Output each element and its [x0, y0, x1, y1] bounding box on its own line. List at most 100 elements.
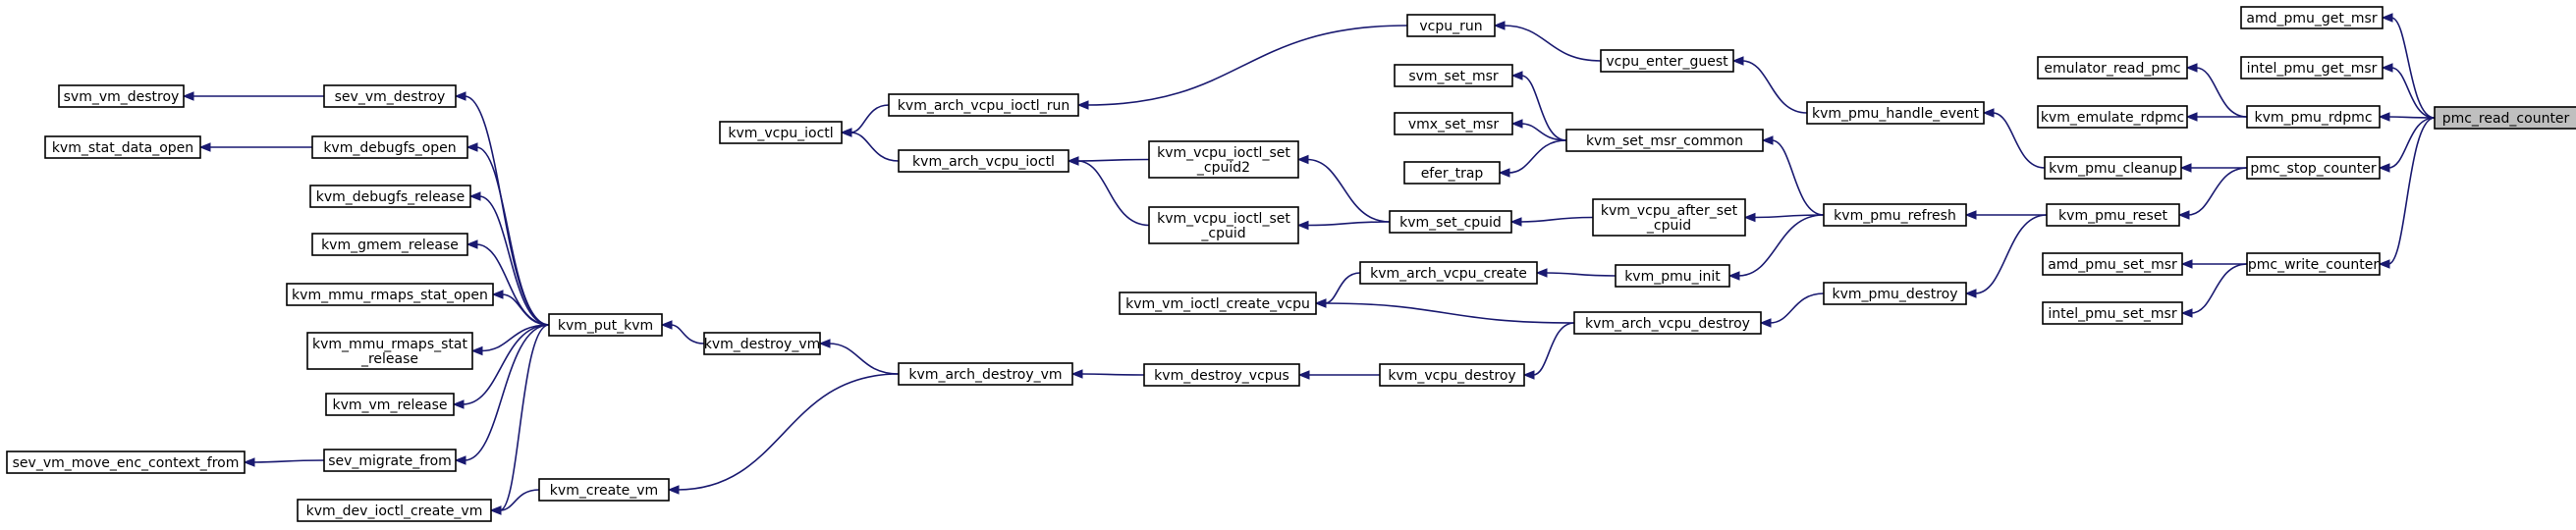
node-kvm-vm-ioctl-create-vcpu[interactable]: kvm_vm_ioctl_create_vcpu — [1119, 292, 1317, 315]
node-label: kvm_vcpu_ioctl_set — [1157, 145, 1290, 161]
node-box — [1615, 264, 1730, 288]
node-kvm-arch-vcpu-destroy[interactable]: kvm_arch_vcpu_destroy — [1573, 311, 1762, 335]
edge-kvm-set-cpuid-to-kvm-vcpu-ioctl-set-cpuid2 — [1296, 154, 1391, 223]
node-box — [2246, 252, 2381, 276]
node-box — [1379, 363, 1525, 387]
node-kvm-vm-release[interactable]: kvm_vm_release — [325, 393, 455, 416]
node-box — [1823, 203, 1967, 227]
node-kvm-create-vm[interactable]: kvm_create_vm — [538, 478, 670, 502]
node-kvm-vcpu-after-set-cpuid[interactable]: kvm_vcpu_after_set_cpuid — [1592, 198, 1746, 237]
node-kvm-stat-data-open[interactable]: kvm_stat_data_open — [44, 135, 201, 159]
node-kvm-arch-destroy-vm[interactable]: kvm_arch_destroy_vm — [898, 362, 1073, 386]
node-svm-set-msr[interactable]: svm_set_msr — [1394, 64, 1513, 87]
node-label: _cpuid2 — [1196, 160, 1250, 176]
edges-layer — [182, 13, 2436, 515]
node-kvm-gmem-release[interactable]: kvm_gmem_release — [311, 233, 468, 256]
node-box — [2042, 252, 2183, 276]
node-kvm-mmu-rmaps-stat-open[interactable]: kvm_mmu_rmaps_stat_open — [286, 283, 494, 306]
node-pmc-write-counter[interactable]: pmc_write_counter — [2246, 252, 2381, 276]
node-intel-pmu-set-msr[interactable]: intel_pmu_set_msr — [2042, 301, 2183, 325]
node-vcpu-enter-guest[interactable]: vcpu_enter_guest — [1600, 49, 1734, 73]
node-svm-vm-destroy[interactable]: svm_vm_destroy — [58, 84, 185, 108]
node-kvm-pmu-cleanup[interactable]: kvm_pmu_cleanup — [2044, 156, 2182, 180]
node-pmc-read-counter[interactable]: pmc_read_counter — [2434, 106, 2576, 130]
edge-kvm-put-kvm-to-kvm-debugfs-release — [468, 191, 550, 326]
node-box — [309, 185, 471, 208]
node-box — [323, 84, 457, 108]
edge-kvm-vcpu-after-set-cpuid-to-kvm-set-cpuid — [1509, 216, 1594, 227]
node-box — [58, 84, 185, 108]
edge-kvm-vcpu-destroy-to-kvm-destroy-vcpus — [1297, 370, 1380, 380]
node-kvm-pmu-handle-event[interactable]: kvm_pmu_handle_event — [1806, 101, 1985, 125]
node-kvm-arch-vcpu-create[interactable]: kvm_arch_vcpu_create — [1359, 261, 1538, 285]
node-box — [286, 283, 494, 306]
edge-kvm-destroy-vcpus-to-kvm-arch-destroy-vm — [1070, 369, 1145, 379]
node-sev-vm-destroy[interactable]: sev_vm_destroy — [323, 84, 457, 108]
node-label: kvm_emulate_rdpmc — [2041, 110, 2184, 126]
edge-kvm-pmu-reset-to-kvm-pmu-destroy — [1964, 214, 2048, 298]
node-kvm-vcpu-destroy[interactable]: kvm_vcpu_destroy — [1379, 363, 1525, 387]
node-amd-pmu-set-msr[interactable]: amd_pmu_set_msr — [2042, 252, 2183, 276]
edge-pmc-write-counter-to-amd-pmu-set-msr — [2180, 259, 2247, 269]
node-kvm-debugfs-open[interactable]: kvm_debugfs_open — [311, 135, 468, 159]
node-sev-migrate-from[interactable]: sev_migrate_from — [323, 449, 457, 472]
node-efer-trap[interactable]: efer_trap — [1403, 161, 1501, 185]
node-sev-vm-move-enc-context-from[interactable]: sev_vm_move_enc_context_from — [6, 450, 246, 474]
node-kvm-emulate-rdpmc[interactable]: kvm_emulate_rdpmc — [2037, 105, 2188, 129]
node-emulator-read-pmc[interactable]: emulator_read_pmc — [2037, 56, 2188, 80]
node-kvm-set-msr-common[interactable]: kvm_set_msr_common — [1565, 129, 1764, 152]
node-kvm-pmu-refresh[interactable]: kvm_pmu_refresh — [1823, 203, 1967, 227]
node-box — [898, 149, 1069, 173]
node-kvm-arch-vcpu-ioctl-run[interactable]: kvm_arch_vcpu_ioctl_run — [888, 93, 1079, 117]
node-label: kvm_set_msr_common — [1586, 133, 1743, 149]
node-label: svm_vm_destroy — [64, 89, 180, 105]
node-label: amd_pmu_set_msr — [2048, 257, 2177, 273]
node-label: kvm_gmem_release — [321, 238, 459, 253]
node-box — [311, 135, 468, 159]
node-kvm-mmu-rmaps-stat-release[interactable]: kvm_mmu_rmaps_stat_release — [306, 332, 473, 370]
node-box — [1143, 363, 1300, 387]
node-kvm-destroy-vcpus[interactable]: kvm_destroy_vcpus — [1143, 363, 1300, 387]
node-box — [2434, 106, 2576, 130]
node-kvm-destroy-vm[interactable]: kvm_destroy_vm — [703, 332, 821, 355]
node-kvm-arch-vcpu-ioctl[interactable]: kvm_arch_vcpu_ioctl — [898, 149, 1069, 173]
node-label: kvm_mmu_rmaps_stat_open — [292, 288, 488, 303]
node-label: emulator_read_pmc — [2044, 61, 2180, 77]
node-kvm-set-cpuid[interactable]: kvm_set_cpuid — [1389, 210, 1512, 234]
node-kvm-vcpu-ioctl-set-cpuid2[interactable]: kvm_vcpu_ioctl_set_cpuid2 — [1148, 140, 1299, 179]
edge-sev-migrate-from-to-sev-vm-move-enc-context-from — [243, 457, 325, 467]
node-intel-pmu-get-msr[interactable]: intel_pmu_get_msr — [2240, 56, 2384, 80]
edge-kvm-pmu-refresh-to-kvm-vcpu-after-set-cpuid — [1743, 212, 1825, 223]
node-kvm-put-kvm[interactable]: kvm_put_kvm — [548, 313, 663, 337]
node-pmc-stop-counter[interactable]: pmc_stop_counter — [2246, 156, 2381, 180]
node-label: kvm_debugfs_release — [316, 189, 465, 205]
node-kvm-debugfs-release[interactable]: kvm_debugfs_release — [309, 185, 471, 208]
node-kvm-pmu-rdpmc[interactable]: kvm_pmu_rdpmc — [2246, 105, 2381, 129]
node-box — [1359, 261, 1538, 285]
node-vmx-set-msr[interactable]: vmx_set_msr — [1394, 112, 1513, 135]
node-label: _cpuid — [1200, 226, 1245, 241]
node-box — [44, 135, 201, 159]
edge-kvm-arch-vcpu-destroy-to-kvm-vm-ioctl-create-vcpu — [1314, 298, 1575, 324]
node-kvm-vcpu-ioctl-set-cpuid[interactable]: kvm_vcpu_ioctl_set_cpuid — [1148, 206, 1299, 244]
edge-kvm-debugfs-open-to-kvm-stat-data-open — [198, 142, 313, 152]
node-label: _cpuid — [1646, 218, 1691, 234]
node-kvm-pmu-destroy[interactable]: kvm_pmu_destroy — [1823, 282, 1967, 305]
node-box — [703, 332, 821, 355]
node-amd-pmu-get-msr[interactable]: amd_pmu_get_msr — [2240, 6, 2384, 29]
node-kvm-dev-ioctl-create-vm[interactable]: kvm_dev_ioctl_create_vm — [297, 499, 492, 522]
node-vcpu-run[interactable]: vcpu_run — [1406, 14, 1496, 37]
node-label: kvm_arch_vcpu_ioctl — [912, 154, 1055, 170]
edge-kvm-set-msr-common-to-efer-trap — [1498, 139, 1567, 178]
node-label: kvm_vcpu_destroy — [1388, 368, 1515, 384]
node-box — [6, 450, 246, 474]
node-box — [1389, 210, 1512, 234]
node-label: kvm_dev_ioctl_create_vm — [306, 504, 483, 519]
node-label: kvm_debugfs_open — [323, 140, 456, 156]
node-box — [2044, 156, 2182, 180]
node-kvm-pmu-reset[interactable]: kvm_pmu_reset — [2046, 203, 2180, 227]
edge-kvm-arch-destroy-vm-to-kvm-destroy-vm — [818, 339, 900, 375]
node-kvm-vcpu-ioctl[interactable]: kvm_vcpu_ioctl — [719, 121, 843, 144]
node-kvm-pmu-init[interactable]: kvm_pmu_init — [1615, 264, 1730, 288]
